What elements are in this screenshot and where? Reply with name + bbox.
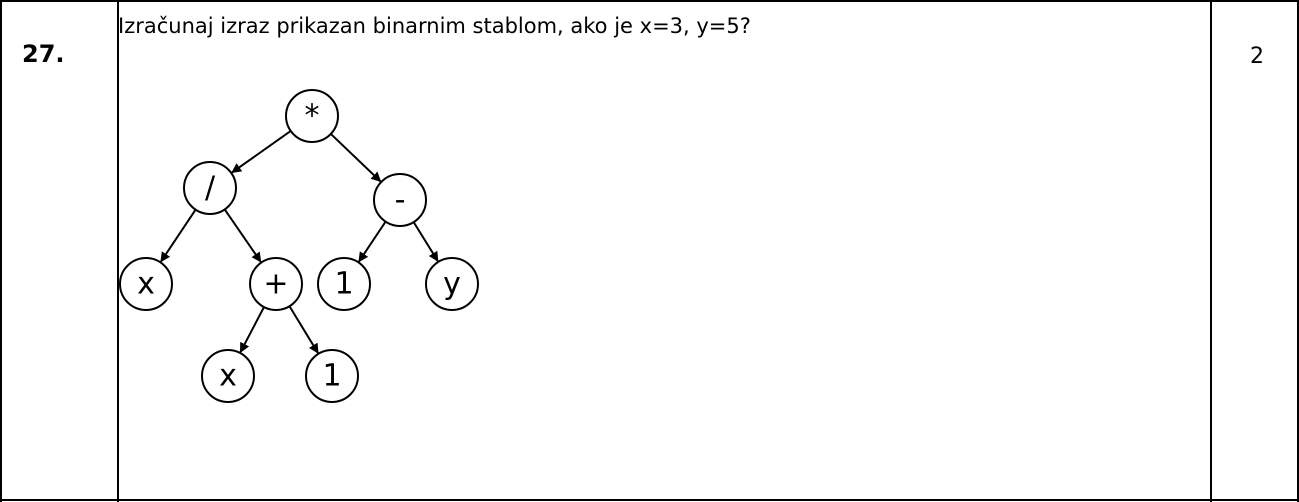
tree-node-label: x: [219, 359, 237, 394]
tree-edge-root-div: [231, 130, 292, 174]
tree-edge-div-x1: [160, 209, 197, 263]
tree-edge-plus-x2: [239, 306, 265, 353]
tree-node-plus: +: [249, 257, 303, 311]
tree-node-label: +: [263, 267, 288, 302]
tree-node-circle: [373, 173, 427, 227]
binary-expression-tree: * / - x +1 y x 1: [119, 89, 479, 403]
tree-node-one2: 1: [305, 349, 359, 403]
tree-node-div: /: [183, 161, 237, 215]
tree-node-x1: x: [119, 257, 173, 311]
tree-node-label: /: [205, 171, 216, 206]
table-border-right: [1297, 0, 1299, 502]
column-divider-points: [1210, 0, 1212, 502]
table-border-bottom: [0, 499, 1299, 501]
tree-edge-minus-y: [412, 221, 439, 262]
tree-node-circle: [183, 161, 237, 215]
tree-node-one1: 1: [317, 257, 371, 311]
table-border-left: [0, 0, 2, 502]
tree-node-circle: [201, 349, 255, 403]
tree-edge-root-minus: [330, 133, 382, 183]
tree-node-label: *: [305, 99, 320, 134]
tree-node-label: 1: [334, 267, 353, 302]
tree-edge-plus-one2: [288, 305, 319, 354]
tree-node-circle: [305, 349, 359, 403]
tree-node-root: *: [285, 89, 339, 143]
column-divider-number: [117, 0, 119, 502]
question-points: 2: [1250, 44, 1264, 69]
tree-node-circle: [285, 89, 339, 143]
tree-node-circle: [119, 257, 173, 311]
tree-node-minus: -: [373, 173, 427, 227]
tree-node-label: -: [395, 183, 406, 218]
tree-node-circle: [425, 257, 479, 311]
question-number: 27.: [22, 40, 65, 68]
table-border-top: [0, 0, 1299, 2]
tree-node-label: 1: [322, 359, 341, 394]
tree-node-x2: x: [201, 349, 255, 403]
tree-node-y: y: [425, 257, 479, 311]
tree-node-label: x: [137, 267, 155, 302]
question-text: Izračunaj izraz prikazan binarnim stablo…: [118, 14, 751, 38]
tree-edge-div-plus: [223, 208, 262, 263]
tree-node-circle: [317, 257, 371, 311]
tree-node-label: y: [443, 267, 461, 302]
tree-edge-minus-one1: [358, 221, 387, 263]
tree-node-circle: [249, 257, 303, 311]
